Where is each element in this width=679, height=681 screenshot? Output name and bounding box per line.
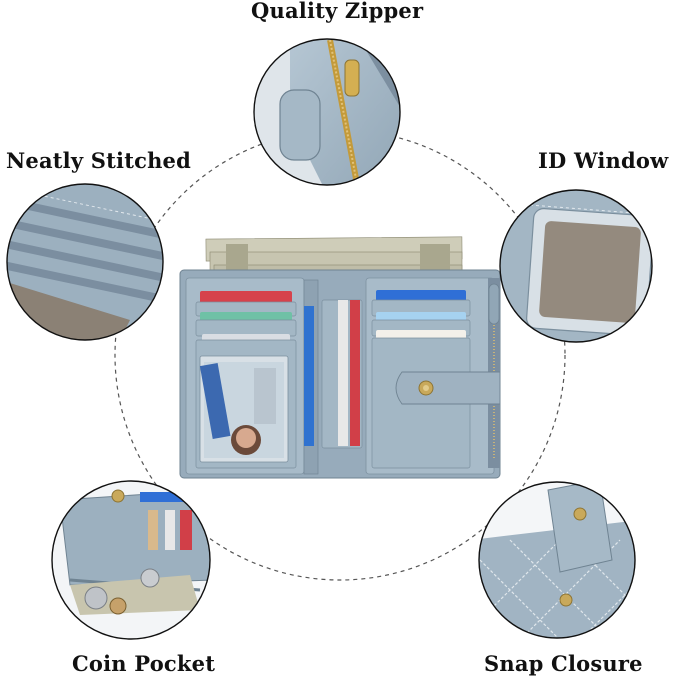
- main-wallet: [179, 236, 501, 479]
- detail-quality-zipper: [253, 38, 401, 186]
- zipper-pull-icon: [488, 283, 500, 325]
- label-coin-pocket: Coin Pocket: [72, 651, 216, 676]
- detail-id-window: [499, 189, 653, 343]
- label-id-window: ID Window: [538, 148, 669, 173]
- detail-neatly-stitched: [6, 183, 164, 341]
- coin-icon: [84, 586, 108, 610]
- label-snap-closure: Snap Closure: [484, 651, 643, 676]
- label-quality-zipper: Quality Zipper: [251, 0, 424, 23]
- label-neatly-stitched: Neatly Stitched: [6, 148, 191, 173]
- detail-snap-closure: [478, 481, 636, 639]
- detail-coin-pocket: [51, 480, 211, 640]
